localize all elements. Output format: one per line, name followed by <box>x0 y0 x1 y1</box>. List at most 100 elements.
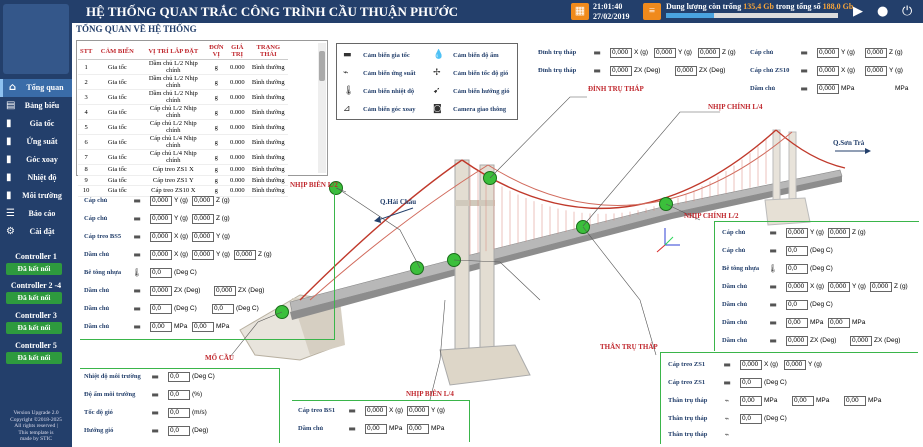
sidebar-item-1[interactable]: ▤Bảng biểu <box>0 97 72 115</box>
right-panel-value: 0,0 <box>786 300 808 310</box>
wind-vane-icon: ➹ <box>433 86 441 96</box>
sensor-legend: ▬Cảm biến gia tốc💧Cảm biến độ ẩm⌁Cảm biế… <box>336 43 518 120</box>
power-icon[interactable]: ⏻ <box>902 4 913 19</box>
bottom-mid-value: 0,000 <box>365 406 387 416</box>
bridge-label-to-son-tra: Q.Sơn Trà <box>833 139 865 147</box>
env-panel-value: 0,0 <box>168 372 190 382</box>
play-icon[interactable]: ▶ <box>853 4 863 19</box>
left-panel-unit: Y (g) <box>216 251 230 258</box>
table-scrollbar[interactable] <box>318 43 326 173</box>
bottom-mid-sensor-icon: ▬ <box>348 406 356 415</box>
controller-status-button[interactable]: Đã kết nối <box>6 352 62 364</box>
bar-chart-icon: ▮ <box>6 190 12 201</box>
thermometer-icon: 🌡 <box>343 86 355 96</box>
sidebar-item-5[interactable]: ▮Nhiệt độ <box>0 169 72 187</box>
env-panel-sensor-icon: ▬ <box>151 372 159 381</box>
sidebar-item-6[interactable]: ▮Môi trường <box>0 187 72 205</box>
right-panel-value: 0,000 <box>828 228 850 238</box>
table-header: ĐƠN VỊ <box>206 43 227 60</box>
table-cell: 1 <box>78 59 95 75</box>
bridge-label-nhip-bien-l2: NHỊP BIÊN L/2 <box>290 181 338 189</box>
right-panel-value: 0,000 <box>828 282 850 292</box>
table-icon: ▤ <box>6 100 16 111</box>
sidebar-item-4[interactable]: ▮Góc xoay <box>0 151 72 169</box>
sidebar-item-3[interactable]: ▮Ứng suất <box>0 133 72 151</box>
sidebar-item-label: Cài đặt <box>29 227 55 236</box>
controller-label: Controller 5 <box>15 341 57 350</box>
left-panel-label: Cáp chủ <box>84 215 108 222</box>
top-right-label: Cáp chủ ZS10 <box>750 67 790 74</box>
right-panel-value: 0,000 <box>786 282 808 292</box>
table-cell: Bình thường <box>248 134 289 150</box>
sidebar-item-7[interactable]: ☰Báo cáo <box>0 205 72 223</box>
left-panel-sensor-icon: ▬ <box>133 196 141 205</box>
left-panel-value: 0,000 <box>150 286 172 296</box>
left-panel-unit: ZX (Deg) <box>238 287 265 294</box>
table-cell: 10 <box>78 185 95 197</box>
legend-label: Cảm biến hướng gió <box>453 88 510 95</box>
humidity-icon: 💧 <box>433 50 445 60</box>
left-panel-sensor-icon: ▬ <box>133 250 141 259</box>
env-panel-label: Hướng gió <box>84 427 114 434</box>
left-panel-sensor-icon: ▬ <box>133 286 141 295</box>
sensor-location-dot[interactable] <box>410 261 424 275</box>
left-panel-value: 0,000 <box>150 214 172 224</box>
left-panel-unit: Z (g) <box>216 215 230 222</box>
right-panel-value: 0,000 <box>786 336 808 346</box>
app-title: HỆ THỐNG QUAN TRẮC CÔNG TRÌNH CẦU THUẬN … <box>86 4 458 19</box>
left-panel-unit: (Deg C) <box>174 269 197 276</box>
sliders-icon[interactable]: ≡ <box>643 3 661 20</box>
tower-panel-value: 0,00 <box>792 396 814 406</box>
top-mid-sensor-icon: ▬ <box>593 66 601 75</box>
footer-line: This template is <box>18 429 54 436</box>
bottom-mid-label: Dầm chủ <box>298 425 324 432</box>
top-right-label: Dầm chủ <box>750 85 776 92</box>
tower-panel-unit: MPa <box>868 397 882 404</box>
house-icon: ⌂ <box>9 82 17 93</box>
table-cell: Gia tốc <box>94 74 141 90</box>
top-right-unit: Y (g) <box>841 49 855 56</box>
right-panel-unit: (Deg C) <box>810 301 833 308</box>
bridge-label-mo-cau: MỐ CẦU <box>205 354 234 362</box>
tower-panel-unit: X (g) <box>764 361 779 368</box>
right-panel-unit: (Deg C) <box>810 265 833 272</box>
left-panel-unit: Z (g) <box>216 197 230 204</box>
table-cell: 6 <box>78 134 95 150</box>
left-panel-value: 0,000 <box>234 250 256 260</box>
controller-status-button[interactable]: Đã kết nối <box>6 322 62 334</box>
user-icon[interactable]: ● <box>877 4 889 19</box>
left-panel-unit: (Deg C) <box>174 305 197 312</box>
sidebar-item-2[interactable]: ▮Gia tốc <box>0 115 72 133</box>
capacity-prefix: Dung lượng còn trống <box>666 2 742 11</box>
controller-status-button[interactable]: Đã kết nối <box>6 263 62 275</box>
top-mid-unit: ZX (Deg) <box>634 67 661 74</box>
top-right-sensor-icon: ▬ <box>800 66 808 75</box>
table-cell: Cáp chủ L/4 Nhịp chính <box>140 134 207 150</box>
right-panel-value: 0,000 <box>870 282 892 292</box>
left-panel-value: 0,0 <box>150 268 172 278</box>
top-mid-label: Đỉnh trụ tháp <box>538 67 577 74</box>
env-panel-sensor-icon: ▬ <box>151 390 159 399</box>
right-panel-unit: ZX (Deg) <box>874 337 901 344</box>
table-cell: g <box>206 149 227 165</box>
table-cell: 0.000 <box>226 89 249 105</box>
controller-status-button[interactable]: Đã kết nối <box>6 292 62 304</box>
top-bar: HỆ THỐNG QUAN TRẮC CÔNG TRÌNH CẦU THUẬN … <box>0 0 923 23</box>
right-panel-sensor-icon: ▬ <box>769 228 777 237</box>
top-right-unit: Z (g) <box>889 49 903 56</box>
sidebar-item-0[interactable]: ⌂Tổng quan <box>0 79 72 97</box>
tower-panel-value: 0,00 <box>844 396 866 406</box>
bottom-mid-unit: Y (g) <box>431 407 445 414</box>
left-panel-label: Dầm chủ <box>84 251 110 258</box>
sidebar-item-8[interactable]: ⚙Cài đặt <box>0 223 72 241</box>
